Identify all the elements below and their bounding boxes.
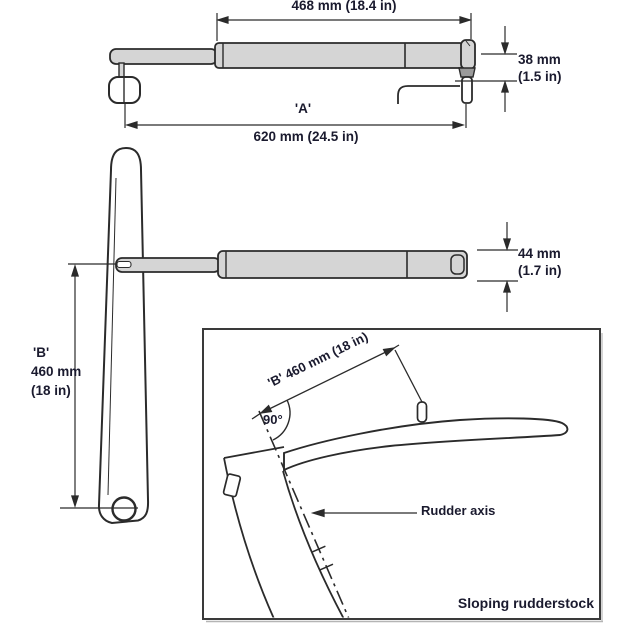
tiller bbox=[97, 146, 150, 525]
dim-38-label-in: (1.5 in) bbox=[518, 69, 562, 84]
dim-38 bbox=[455, 26, 517, 112]
dim-b-label-mm: 460 mm bbox=[31, 364, 82, 379]
top-actuator-rod bbox=[109, 48, 218, 65]
inset-caption: Sloping rudderstock bbox=[457, 595, 594, 611]
dim-44-label-in: (1.7 in) bbox=[518, 263, 562, 278]
mount-pin-flange bbox=[458, 67, 476, 78]
dim-468-label: 468 mm (18.4 in) bbox=[291, 0, 397, 13]
dim-44 bbox=[477, 222, 518, 312]
axis-hatch-1 bbox=[312, 545, 326, 553]
rudderstock-top bbox=[223, 446, 285, 459]
tiller-outline bbox=[97, 146, 150, 525]
end-cap-mark bbox=[465, 40, 471, 47]
side-actuator-rod bbox=[115, 257, 221, 273]
dim-b bbox=[60, 263, 138, 509]
inset-border bbox=[202, 328, 601, 620]
ball-joint-pin bbox=[118, 62, 125, 79]
inset-drawing bbox=[222, 344, 569, 618]
dim-38-label-mm: 38 mm bbox=[518, 52, 561, 67]
dim-468 bbox=[216, 13, 472, 41]
dim-a-620 bbox=[124, 104, 467, 130]
side-actuator bbox=[115, 250, 468, 279]
angle-arc bbox=[272, 399, 291, 441]
rudderstock-right-edge bbox=[282, 470, 345, 618]
top-actuator bbox=[108, 39, 476, 104]
dim-620-label: 620 mm (24.5 in) bbox=[253, 129, 359, 144]
rod-fork-slot bbox=[116, 260, 132, 269]
rudder-axis-line bbox=[258, 410, 350, 618]
angle-label: 90° bbox=[263, 412, 283, 427]
pivot-hole bbox=[111, 496, 137, 522]
axis-hatch-2 bbox=[319, 563, 334, 571]
rudder-axis-arrow bbox=[310, 508, 417, 518]
side-end-cap bbox=[450, 254, 465, 275]
inset-tiller-arm bbox=[283, 417, 569, 472]
rudderstock-tab bbox=[222, 473, 242, 498]
power-cable bbox=[397, 85, 461, 104]
rudder-axis-label: Rudder axis bbox=[421, 503, 496, 518]
side-actuator-body bbox=[217, 250, 468, 279]
inset-box bbox=[202, 328, 603, 623]
dim-b-label-in: (18 in) bbox=[31, 383, 71, 398]
inset-dim-b bbox=[251, 344, 423, 420]
dim-b-label-b: 'B' bbox=[33, 345, 50, 360]
mount-pin bbox=[461, 76, 473, 104]
dim-44-label-mm: 44 mm bbox=[518, 246, 561, 261]
dim-a-label: 'A' bbox=[294, 101, 312, 116]
top-end-cap bbox=[460, 39, 476, 70]
inset-tiller-pin bbox=[416, 401, 428, 423]
tiller-edge-line bbox=[107, 177, 117, 496]
top-actuator-body bbox=[214, 42, 465, 69]
